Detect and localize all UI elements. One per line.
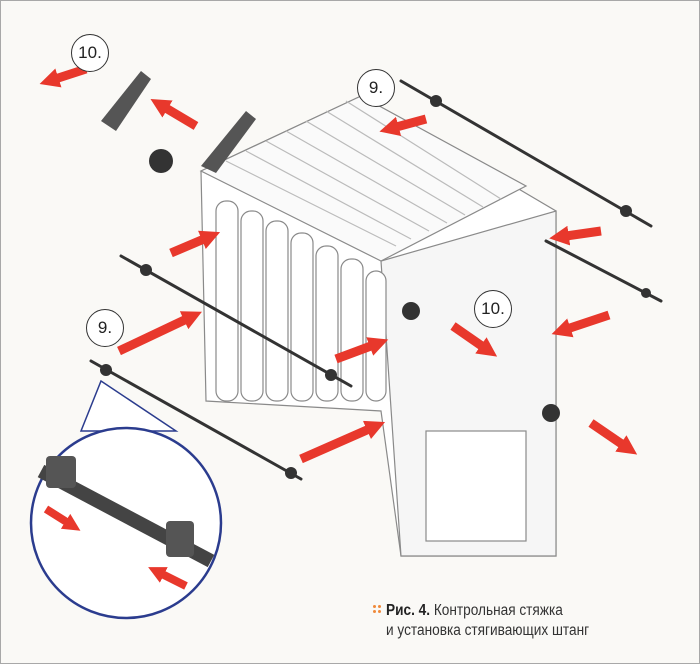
figure-caption: Рис. 4. Контрольная стяжка и установка с… [386, 601, 589, 641]
caption-line2: и установка стягивающих штанг [386, 622, 590, 639]
nuts [100, 95, 651, 479]
caption-fig-number: Рис. 4. [386, 602, 431, 619]
step-label-10: 10. [474, 290, 512, 328]
step-label-9: 9. [357, 69, 395, 107]
detail-inset [29, 379, 223, 620]
red-arrows [39, 64, 638, 464]
step-label-9: 9. [86, 309, 124, 347]
caption-line1: Контрольная стяжка [433, 602, 563, 619]
caption-bullet-icon [373, 605, 382, 614]
step-label-10: 10. [71, 34, 109, 72]
levers [101, 71, 256, 173]
exchanger-body [199, 95, 557, 557]
